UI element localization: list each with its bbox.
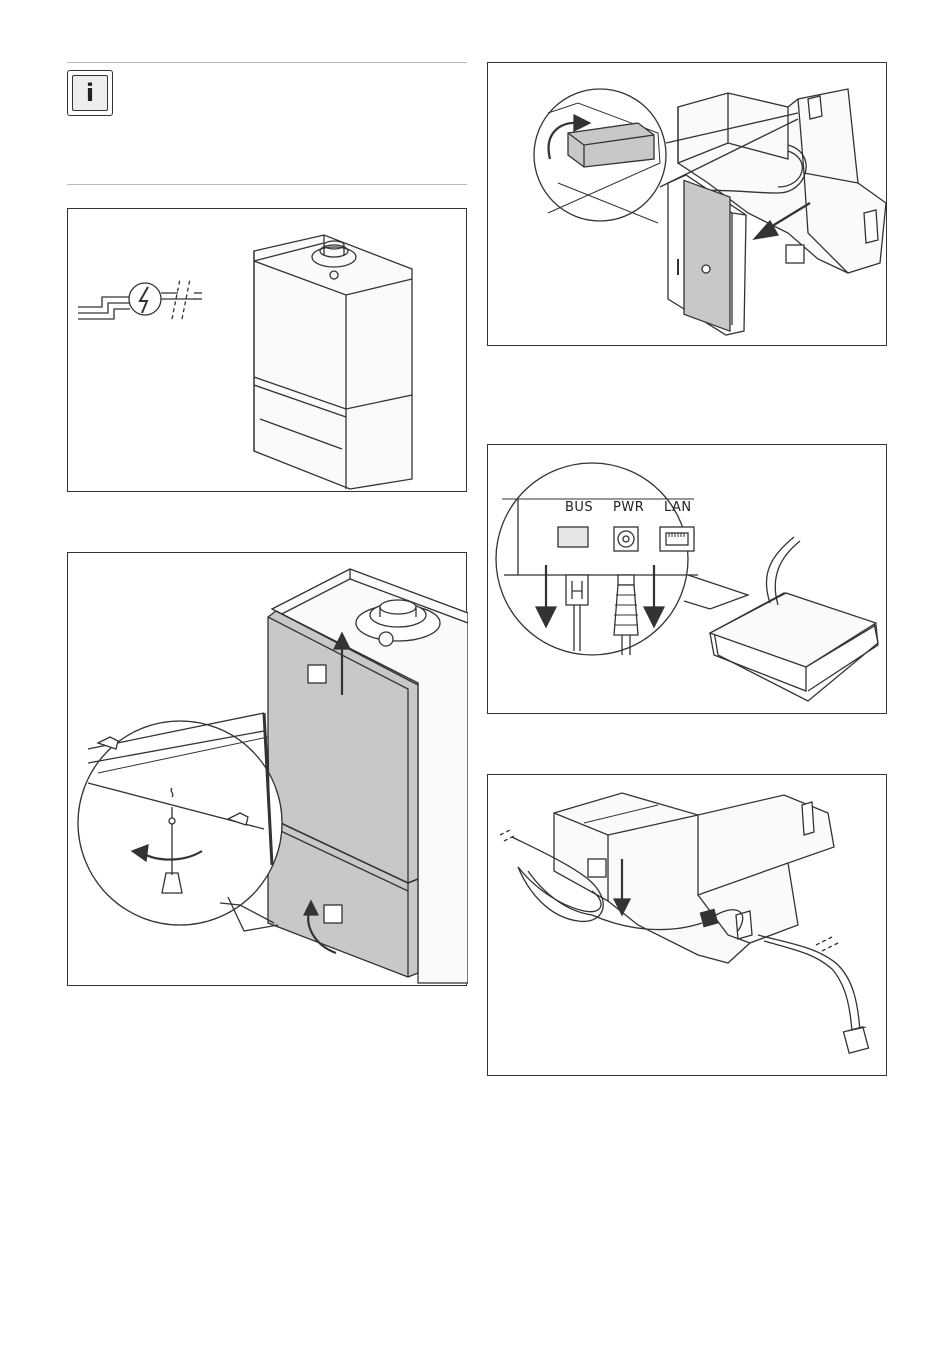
figure-disconnect-power-drawing: [68, 209, 468, 493]
figure-unclip-module: [487, 62, 887, 346]
lightning-circle: [129, 283, 161, 315]
figure-cable-routing: [487, 774, 887, 1076]
figure-cable-routing-drawing: [488, 775, 888, 1077]
info-icon: i: [67, 70, 113, 116]
figure-remove-front-panel-drawing: [68, 553, 468, 987]
info-icon-letter: i: [72, 75, 108, 111]
bottom-rule: [67, 184, 467, 185]
port-label-pwr: PWR: [613, 500, 644, 515]
figure-unclip-module-drawing: [488, 63, 888, 347]
figure-router-ports-drawing: [488, 445, 888, 715]
top-rule: [67, 62, 467, 63]
port-label-lan: LAN: [664, 500, 692, 515]
figure-router-ports: [487, 444, 887, 714]
figure-disconnect-power: [67, 208, 467, 492]
port-label-bus: BUS: [565, 500, 593, 515]
lightning-bolt-icon: [140, 287, 148, 313]
figure-remove-front-panel: [67, 552, 467, 986]
